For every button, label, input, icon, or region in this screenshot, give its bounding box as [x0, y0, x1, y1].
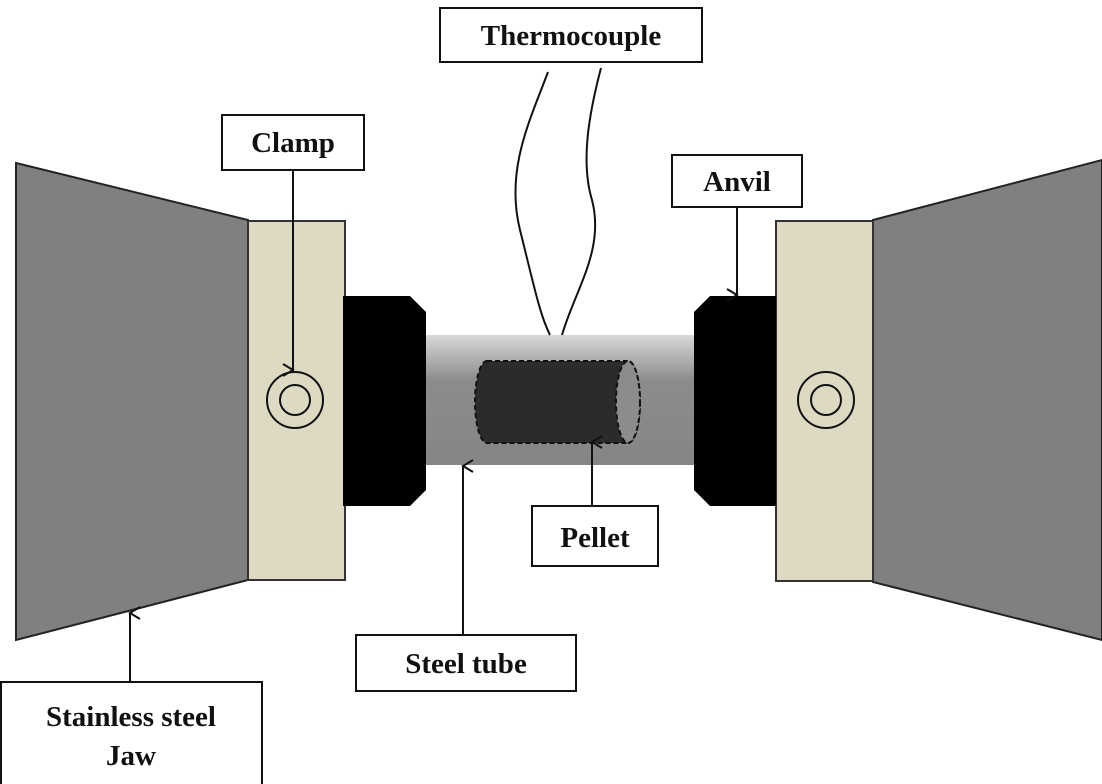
steel-tube-label-text: Steel tube: [405, 648, 527, 680]
clamp-label-text: Clamp: [251, 127, 335, 159]
left-jaw: [15, 161, 249, 642]
right-clamp-screw-icon: [797, 371, 855, 429]
jaw-label-line1: Stainless steel: [46, 701, 216, 733]
left-anvil: [343, 296, 426, 506]
thermocouple-wires: [514, 67, 602, 336]
right-anvil: [694, 296, 776, 506]
left-clamp-plate: [247, 220, 346, 581]
clamp-label: Clamp: [221, 114, 365, 171]
right-jaw: [872, 158, 1102, 642]
steel-tube-label: Steel tube: [355, 634, 577, 692]
right-clamp-plate: [775, 220, 874, 582]
jaw-label-line2: Jaw: [106, 740, 156, 772]
anvil-label: Anvil: [671, 154, 803, 208]
pellet-label-text: Pellet: [560, 522, 630, 554]
pellet: [474, 360, 641, 444]
thermocouple-label-text: Thermocouple: [481, 20, 662, 52]
stainless-steel-jaw-label: Stainless steel Jaw: [0, 681, 263, 784]
thermocouple-label: Thermocouple: [439, 7, 703, 63]
left-clamp-screw-icon: [266, 371, 324, 429]
pellet-label: Pellet: [531, 505, 659, 567]
anvil-label-text: Anvil: [703, 166, 771, 198]
